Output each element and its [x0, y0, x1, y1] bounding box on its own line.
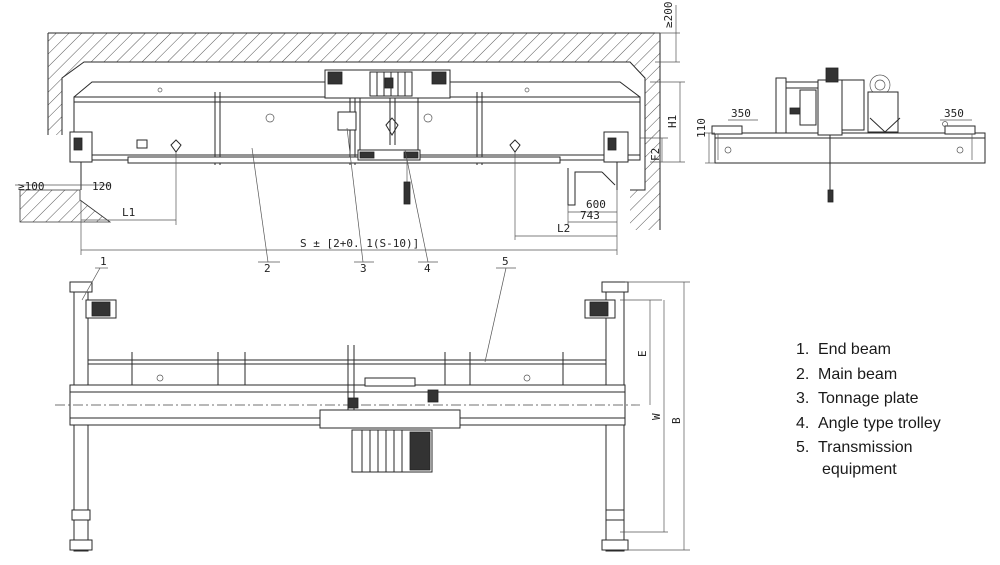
plan-trolley [319, 377, 461, 473]
dim-743: 743 [580, 209, 600, 222]
dim-h1: H1 [666, 115, 679, 128]
callout-2: 2 [264, 262, 271, 275]
legend-item-tonnage-plate: 3.Tonnage plate [796, 390, 919, 407]
dim-left-min: ≥100 [18, 180, 45, 193]
dim-110: 110 [695, 118, 708, 138]
dim-600: 600 [586, 198, 606, 211]
dim-l1: L1 [122, 206, 135, 219]
side-view: 350 350 110 [695, 67, 986, 203]
front-elevation: ≥200 H1 F2 ≥100 120 L1 L2 600 743 S ± [2… [15, 2, 685, 275]
dim-120: 120 [92, 180, 112, 193]
legend: 1.End beam 2.Main beam 3.Tonnage plate 4… [796, 338, 941, 479]
dim-350-left: 350 [731, 107, 751, 120]
dim-l2: L2 [557, 222, 570, 235]
legend-item-end-beam: 1.End beam [796, 341, 891, 358]
angle-trolley-front [324, 69, 451, 205]
left-ledge-hatch [19, 189, 112, 223]
callout-1: 1 [100, 255, 107, 268]
main-girder [73, 96, 641, 161]
legend-item-main-beam: 2.Main beam [796, 365, 898, 383]
callout-5: 5 [502, 255, 509, 268]
dim-top-clearance: ≥200 [662, 2, 675, 29]
plan-view: E W B 1 5 [55, 255, 690, 552]
dim-350-right: 350 [944, 107, 964, 120]
building-hatch [48, 33, 660, 230]
callout-4: 4 [424, 262, 431, 275]
dim-b: B [670, 417, 683, 424]
callout-3: 3 [360, 262, 367, 275]
dim-e: E [636, 350, 649, 357]
dim-f2: F2 [649, 148, 662, 161]
legend-item-angle-trolley: 4.Angle type trolley [796, 414, 941, 432]
tonnage-plate [337, 111, 357, 131]
dim-w: W [650, 413, 663, 420]
dim-span: S ± [2+0. 1(S-10)] [300, 237, 419, 250]
